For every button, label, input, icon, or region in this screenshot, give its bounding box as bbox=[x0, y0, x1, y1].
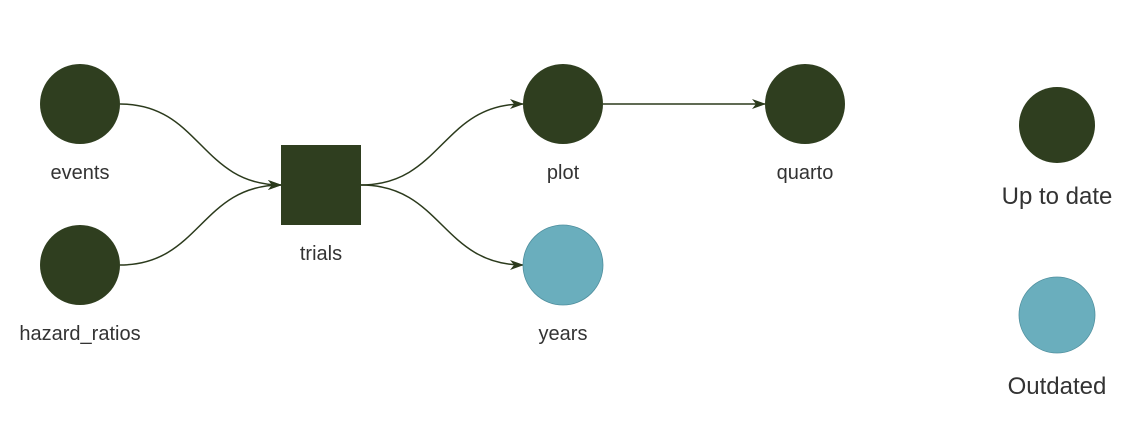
legend-label-up-to-date: Up to date bbox=[1002, 183, 1113, 210]
legend-swatch-up-to-date bbox=[1019, 87, 1095, 163]
node-trials[interactable]: trials bbox=[281, 145, 361, 265]
node-hazard_ratios[interactable]: hazard_ratios bbox=[19, 225, 141, 345]
nodes-layer: events hazard_ratios trials plot years quarto bbox=[19, 64, 845, 345]
node-events-label: events bbox=[51, 162, 110, 184]
node-years-label: years bbox=[539, 323, 588, 345]
node-events-circle[interactable] bbox=[40, 64, 120, 144]
edge-trials-to-years bbox=[360, 184, 524, 270]
node-years-circle[interactable] bbox=[522, 224, 604, 306]
node-hazard_ratios-circle[interactable] bbox=[40, 225, 120, 305]
node-plot-circle[interactable] bbox=[523, 64, 603, 144]
edge-events-to-trials bbox=[119, 103, 282, 190]
legend-item-up-to-date: Up to date bbox=[1002, 87, 1113, 210]
edge-hazard_ratios-to-trials bbox=[119, 180, 282, 266]
node-hazard_ratios-label: hazard_ratios bbox=[19, 323, 140, 345]
legend-item-outdated: Outdated bbox=[1008, 276, 1107, 400]
node-quarto-label: quarto bbox=[777, 162, 834, 184]
node-plot-label: plot bbox=[547, 162, 580, 184]
node-events[interactable]: events bbox=[40, 64, 120, 184]
legend-swatch-outdated bbox=[1018, 276, 1096, 354]
node-trials-label: trials bbox=[300, 243, 342, 265]
edge-trials-to-plot bbox=[360, 99, 524, 186]
edges-layer bbox=[119, 99, 766, 270]
node-plot[interactable]: plot bbox=[523, 64, 603, 184]
node-quarto[interactable]: quarto bbox=[765, 64, 845, 184]
node-trials-square[interactable] bbox=[281, 145, 361, 225]
node-quarto-circle[interactable] bbox=[765, 64, 845, 144]
legend-label-outdated: Outdated bbox=[1008, 373, 1107, 400]
node-years[interactable]: years bbox=[522, 224, 604, 345]
